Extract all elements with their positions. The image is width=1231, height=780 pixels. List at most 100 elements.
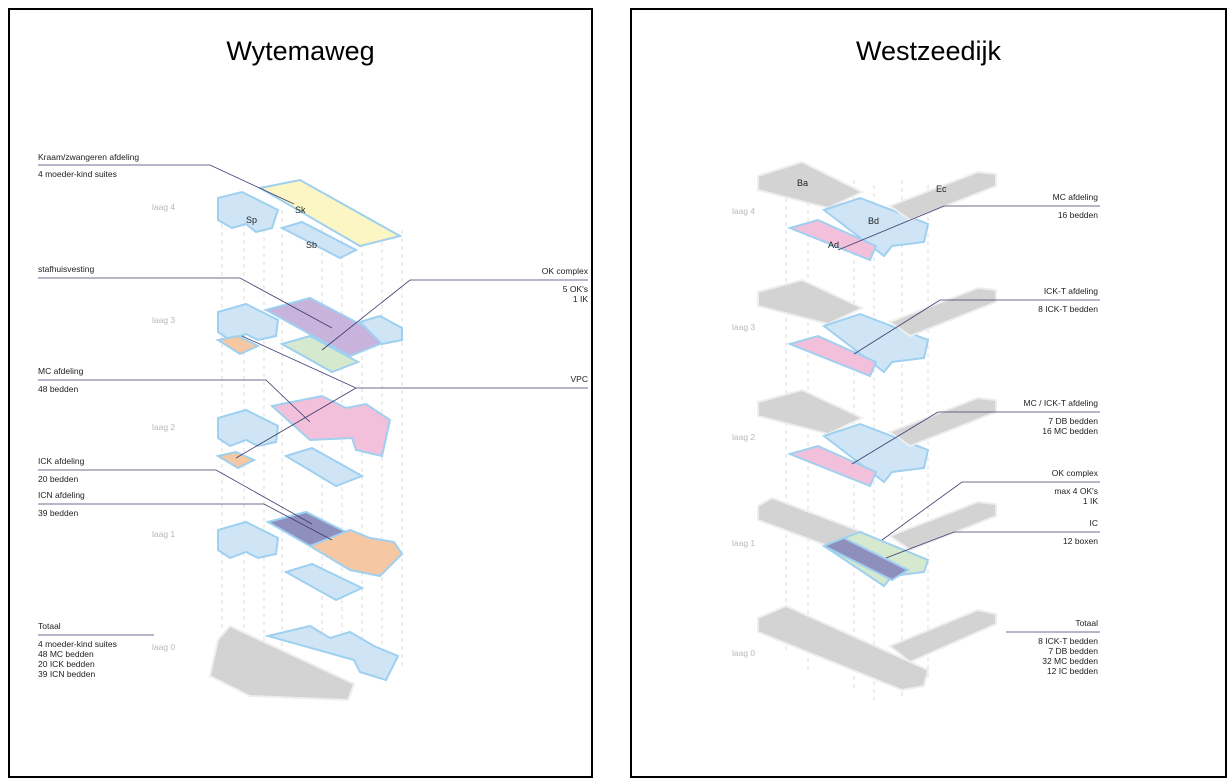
- floor-mc-ickt: [786, 444, 878, 488]
- floor-blue-3: [821, 312, 930, 374]
- label-ok-title: OK complex: [1052, 468, 1099, 478]
- label-ok-line2: 1 IK: [573, 294, 588, 304]
- floor-ick: [215, 450, 257, 470]
- leader-lines: [837, 205, 1100, 633]
- wytemaweg-laag-4: [217, 178, 403, 260]
- floor-grey-3-east: [887, 286, 997, 338]
- label-ick-sub: 20 bedden: [38, 474, 78, 484]
- floor-orange-wing: [307, 528, 404, 578]
- floor-grey-0-east: [888, 608, 997, 664]
- label-icn-title: ICN afdeling: [38, 490, 85, 500]
- label-mc-title: MC afdeling: [38, 366, 84, 376]
- floor-north-block-2: [217, 408, 280, 448]
- level-label: laag 1: [732, 538, 755, 548]
- floor-blue-0: [264, 624, 400, 682]
- label-mcickt-line1: 7 DB bedden: [1048, 416, 1098, 426]
- floor-blue-2: [821, 422, 930, 484]
- level-label: laag 4: [152, 202, 175, 212]
- level-label: laag 2: [152, 422, 175, 432]
- floor-mc: [269, 394, 392, 458]
- label-totaal-line: 20 ICK bedden: [38, 659, 95, 669]
- label-mcickt-title: MC / ICK-T afdeling: [1024, 398, 1099, 408]
- floor-ickt: [786, 334, 878, 378]
- floor-south-block-2: [283, 446, 365, 488]
- floor-sb: [279, 220, 359, 260]
- wytemaweg-laag-0: [208, 624, 400, 702]
- floor-ba: [757, 160, 865, 210]
- floor-ec: [887, 170, 997, 222]
- panel-title: Westzeedijk: [855, 36, 1002, 66]
- panel-westzeedijk: Westzeedijk: [630, 8, 1227, 778]
- floor-south-block-1: [283, 562, 365, 602]
- westzeedijk-laag-1: [757, 496, 997, 588]
- label-ick-title: ICK afdeling: [38, 456, 85, 466]
- wytemaweg-laag-3: [215, 296, 403, 374]
- wytemaweg-diagram: Sk Sp Sb laag 4 laag 3 laag 2 laag 1 laa…: [38, 152, 589, 702]
- floor-ok: [279, 334, 361, 374]
- label-kraam-sub: 4 moeder-kind suites: [38, 169, 117, 179]
- westzeedijk-laag-4: [757, 160, 997, 262]
- floor-staf-wing: [358, 314, 403, 346]
- floor-grey-3: [757, 278, 865, 326]
- label-totaal-line: 48 MC bedden: [38, 649, 94, 659]
- floor-sk: [257, 178, 403, 248]
- floor-grey-1-east: [887, 500, 997, 552]
- wytemaweg-laag-1: [217, 510, 404, 602]
- label-totaal-line: 39 ICN bedden: [38, 669, 95, 679]
- label-ickt-title: ICK-T afdeling: [1044, 286, 1098, 296]
- label-mcickt-line2: 16 MC bedden: [1042, 426, 1098, 436]
- wytemaweg-laag-2: [215, 394, 392, 488]
- label-ok-line1: max 4 OK's: [1054, 486, 1098, 496]
- floor-north-block: [217, 302, 280, 342]
- label-totaal-title: Totaal: [1075, 618, 1098, 628]
- westzeedijk-diagram: Ba Bd Ec Ad laag 4 laag 3 laag 2 laag 1 …: [732, 160, 1100, 700]
- code-sp: Sp: [246, 215, 257, 225]
- floor-grey-2-east: [887, 396, 997, 448]
- floor-sp: [217, 190, 280, 234]
- code-sb: Sb: [306, 240, 317, 250]
- code-ad: Ad: [828, 240, 839, 250]
- level-label: laag 4: [732, 206, 755, 216]
- floor-grey-2: [757, 388, 865, 436]
- level-label: laag 1: [152, 529, 175, 539]
- label-totaal-line: 32 MC bedden: [1042, 656, 1098, 666]
- code-bd: Bd: [868, 216, 879, 226]
- label-totaal-line: 4 moeder-kind suites: [38, 639, 117, 649]
- label-ic-title: IC: [1090, 518, 1099, 528]
- label-totaal-line: 7 DB bedden: [1048, 646, 1098, 656]
- level-label: laag 3: [152, 315, 175, 325]
- label-staf-title: stafhuisvesting: [38, 264, 94, 274]
- label-ic-sub: 12 boxen: [1063, 536, 1098, 546]
- label-kraam-title: Kraam/zwangeren afdeling: [38, 152, 139, 162]
- floor-grey-0: [208, 624, 356, 702]
- floor-bd: [821, 196, 930, 258]
- label-mc-sub: 48 bedden: [38, 384, 78, 394]
- panel-title: Wytemaweg: [226, 36, 375, 66]
- code-sk: Sk: [295, 205, 306, 215]
- label-ok-line1: 5 OK's: [563, 284, 588, 294]
- code-ba: Ba: [797, 178, 808, 188]
- level-label: laag 2: [732, 432, 755, 442]
- westzeedijk-laag-0: [757, 604, 997, 692]
- westzeedijk-laag-2: [757, 388, 997, 488]
- label-totaal-line: 8 ICK-T bedden: [1038, 636, 1098, 646]
- level-label: laag 0: [732, 648, 755, 658]
- leader-lines: [38, 164, 588, 636]
- label-ok-line2: 1 IK: [1083, 496, 1098, 506]
- label-icn-sub: 39 bedden: [38, 508, 78, 518]
- label-totaal-title: Totaal: [38, 621, 61, 631]
- level-label: laag 0: [152, 642, 175, 652]
- floor-north-block-1: [217, 520, 280, 560]
- label-vpc-title: VPC: [571, 374, 588, 384]
- label-ok-title: OK complex: [542, 266, 589, 276]
- floor-vpc: [215, 334, 261, 356]
- panel-wytemaweg: Wytemaweg: [8, 8, 593, 778]
- label-mc-sub: 16 bedden: [1058, 210, 1098, 220]
- label-ickt-sub: 8 ICK-T bedden: [1038, 304, 1098, 314]
- floor-grey-0: [757, 604, 930, 692]
- label-totaal-line: 12 IC bedden: [1047, 666, 1098, 676]
- westzeedijk-laag-3: [757, 278, 997, 378]
- code-ec: Ec: [936, 184, 947, 194]
- label-mc-title: MC afdeling: [1053, 192, 1099, 202]
- floor-ic: [821, 536, 911, 582]
